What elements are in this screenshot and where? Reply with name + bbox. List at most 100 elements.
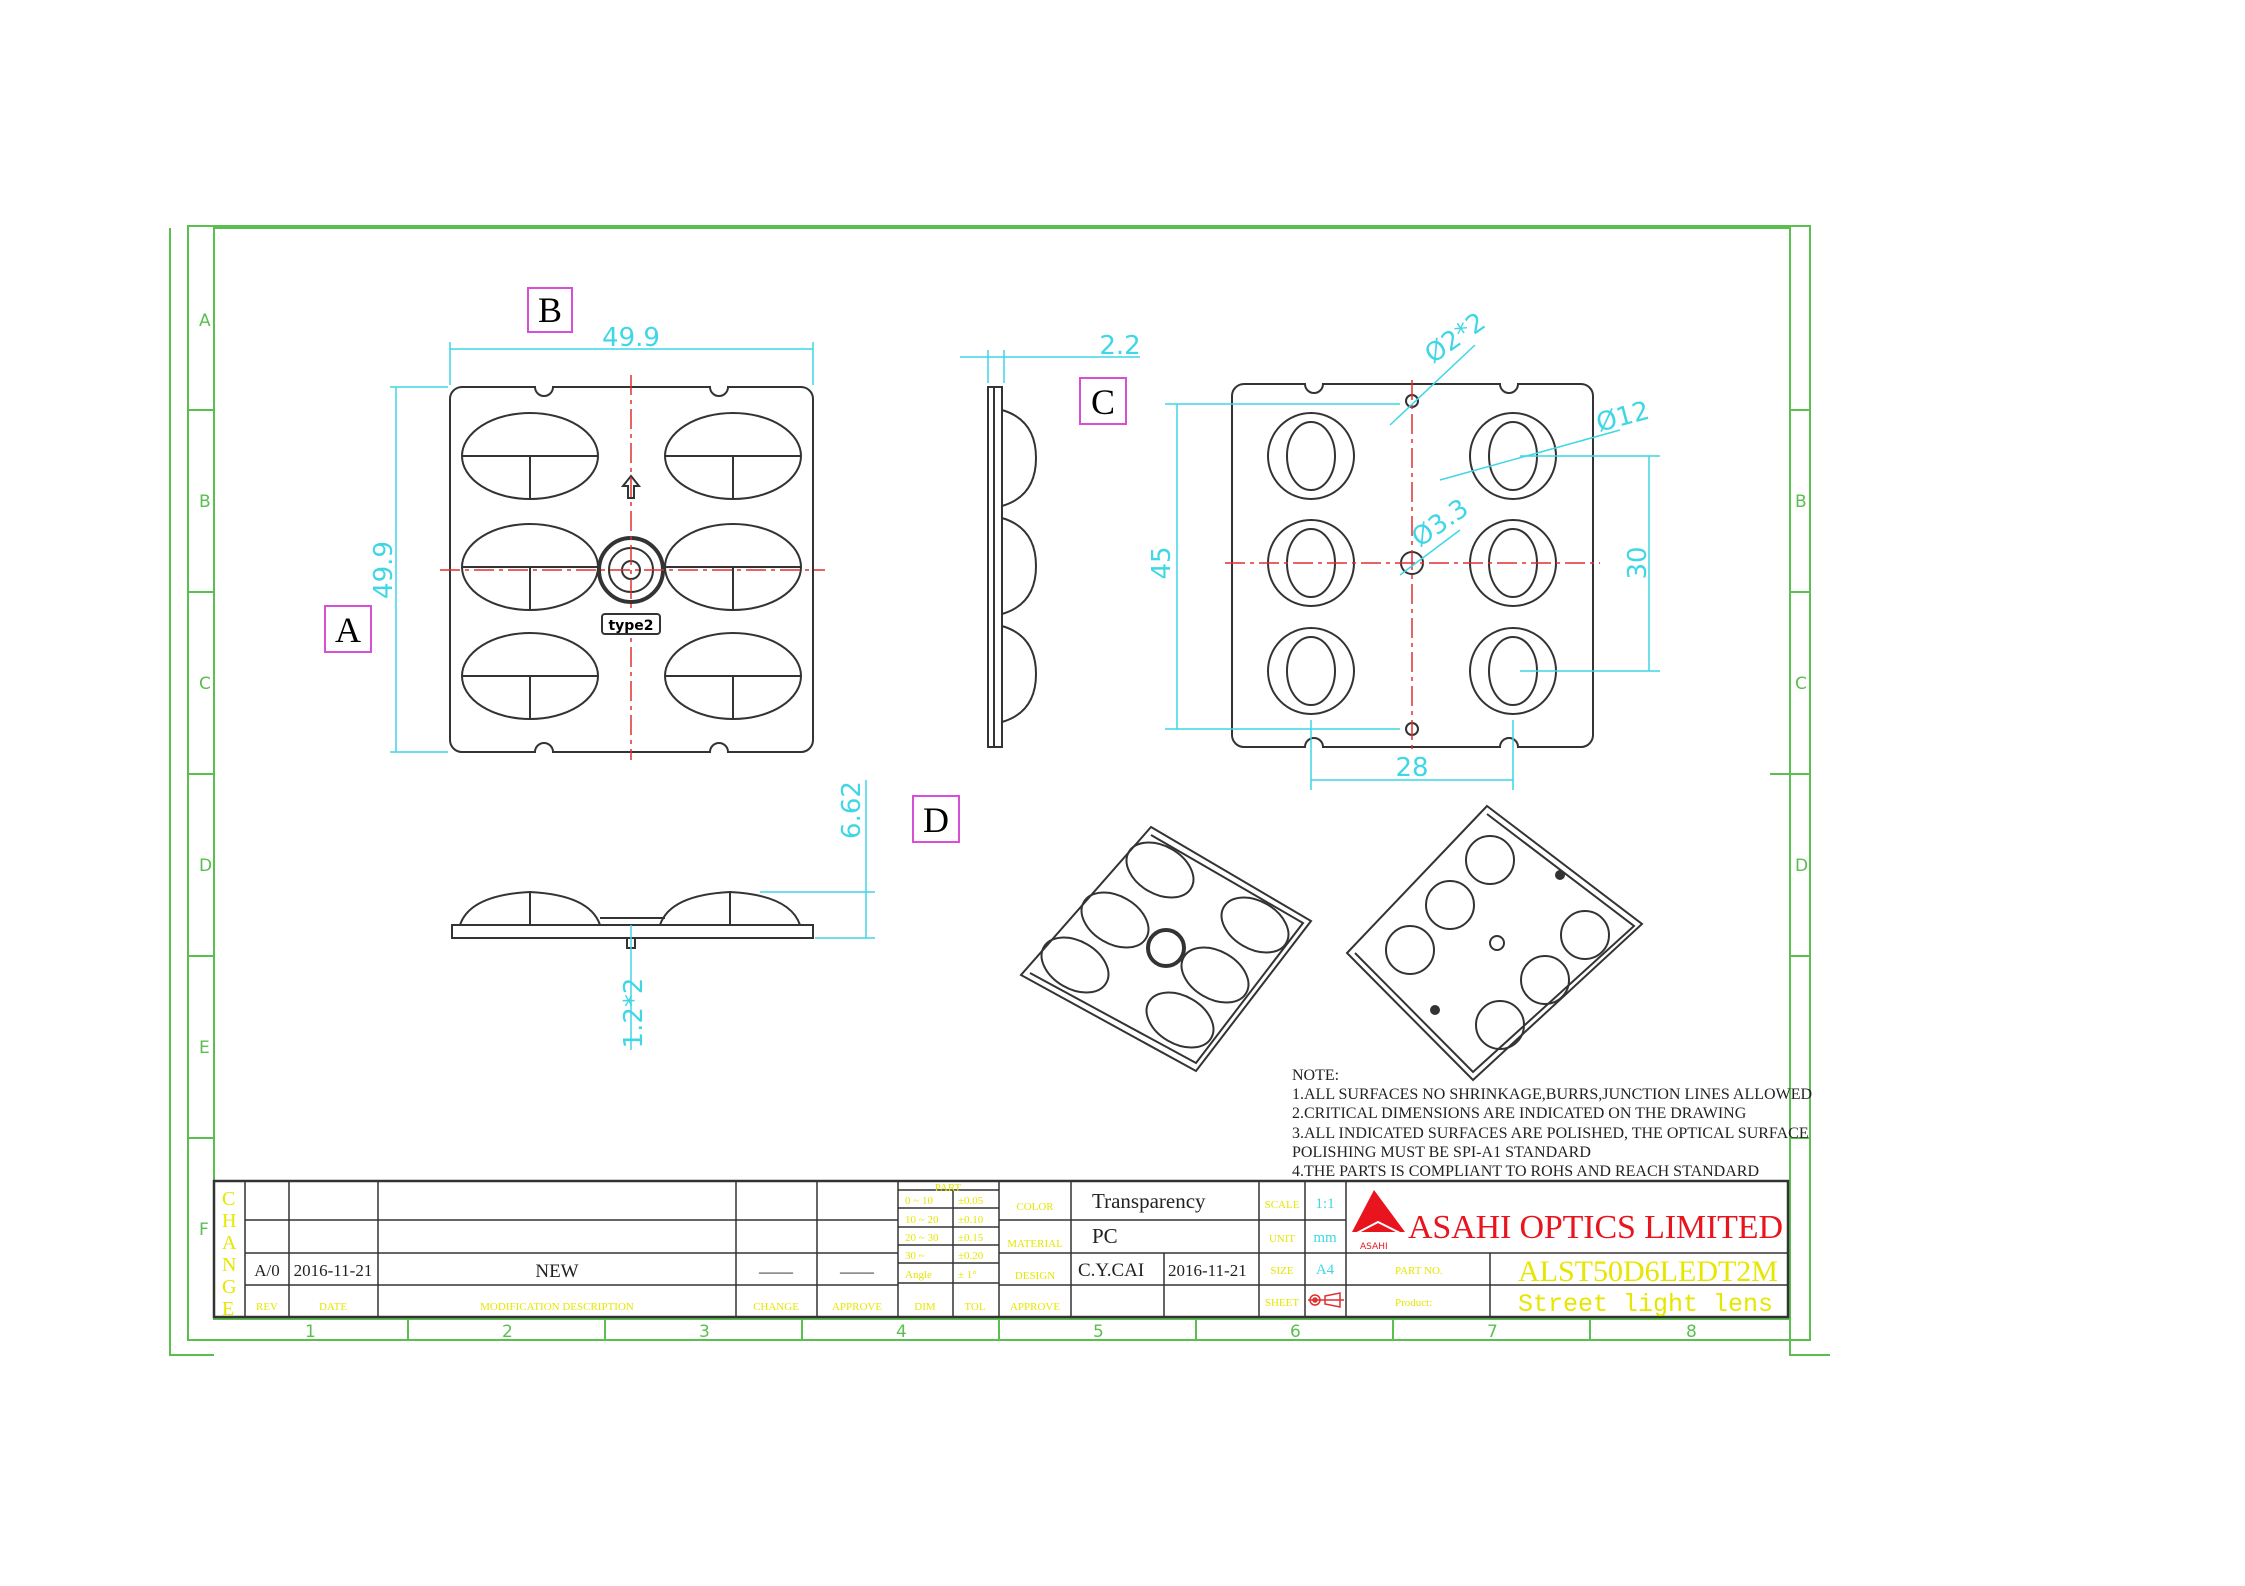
label-size: SIZE xyxy=(1270,1265,1294,1277)
svg-text:±0.20: ±0.20 xyxy=(958,1250,984,1262)
label-product: Product: xyxy=(1395,1297,1432,1309)
note-line: 2.CRITICAL DIMENSIONS ARE INDICATED ON T… xyxy=(1292,1105,1747,1122)
type-marking: type2 xyxy=(608,618,653,634)
header-date: DATE xyxy=(319,1301,347,1313)
isometric-view-front xyxy=(1019,825,1313,1073)
zone-row-c-right: C xyxy=(1795,674,1807,694)
svg-text:0 ~ 10: 0 ~ 10 xyxy=(905,1195,933,1207)
material-value: PC xyxy=(1092,1224,1118,1248)
drawing-frame xyxy=(169,225,1830,1356)
view-label-c: C xyxy=(1091,382,1115,422)
svg-text:N: N xyxy=(222,1254,236,1276)
change-vertical-label: C H A N G E xyxy=(222,1188,237,1320)
zone-col-2: 2 xyxy=(502,1322,513,1342)
header-rev: REV xyxy=(256,1301,278,1313)
designer-value: C.Y.CAI xyxy=(1078,1260,1144,1281)
svg-text:±0.15: ±0.15 xyxy=(958,1232,984,1244)
label-sheet: SHEET xyxy=(1265,1297,1300,1309)
zone-row-b: B xyxy=(199,492,211,512)
dim-height-d: 6.62 xyxy=(837,781,867,839)
scale-value: 1:1 xyxy=(1315,1196,1334,1212)
company-name: ASAHI OPTICS LIMITED xyxy=(1408,1209,1783,1246)
dim-30: 30 xyxy=(1623,546,1653,579)
projection-symbol-icon xyxy=(1308,1292,1344,1308)
zone-col-7: 7 xyxy=(1487,1322,1498,1342)
header-change: CHANGE xyxy=(753,1301,799,1313)
svg-text:C: C xyxy=(222,1188,235,1210)
zone-row-d: D xyxy=(199,856,212,876)
svg-text:A: A xyxy=(222,1232,237,1254)
dim-hole-small: Ø2*2 xyxy=(1420,307,1492,370)
dim-thickness-b: 2.2 xyxy=(1099,331,1140,361)
svg-text:± 1°: ± 1° xyxy=(958,1269,977,1281)
zone-row-e: E xyxy=(199,1038,210,1058)
view-label-d: D xyxy=(923,800,949,840)
dim-pin-d: 1.2*2 xyxy=(619,978,649,1049)
zone-row-c: C xyxy=(199,674,211,694)
svg-text:ASAHI: ASAHI xyxy=(1360,1242,1388,1252)
svg-text:30 ~: 30 ~ xyxy=(905,1250,925,1262)
zone-col-4: 4 xyxy=(896,1322,907,1342)
label-design: DESIGN xyxy=(1015,1270,1055,1282)
dim-lens: Ø12 xyxy=(1593,396,1653,439)
color-value: Transparency xyxy=(1092,1189,1206,1213)
rev-description: NEW xyxy=(535,1261,578,1282)
label-color: COLOR xyxy=(1016,1201,1054,1213)
zone-markers: A B C D E F B C D 1 2 3 4 5 6 7 8 xyxy=(199,311,1808,1342)
notes: NOTE: 1.ALL SURFACES NO SHRINKAGE,BURRS,… xyxy=(1292,1067,1812,1180)
dim-45: 45 xyxy=(1147,546,1177,579)
rev-change: —— xyxy=(758,1262,794,1281)
dim-height-a: 49.9 xyxy=(369,541,399,599)
zone-col-1: 1 xyxy=(305,1322,316,1342)
rev-date: 2016-11-21 xyxy=(294,1261,373,1280)
svg-text:E: E xyxy=(222,1298,234,1320)
asahi-logo: ASAHI xyxy=(1352,1190,1405,1252)
svg-text:H: H xyxy=(222,1210,236,1232)
zone-col-6: 6 xyxy=(1290,1322,1301,1342)
isometric-view-back xyxy=(1345,804,1644,1082)
view-label-a: A xyxy=(335,610,361,650)
rev-value: A/0 xyxy=(254,1261,280,1280)
view-label-b: B xyxy=(538,290,562,330)
svg-text:20 ~ 30: 20 ~ 30 xyxy=(905,1232,939,1244)
dim-28: 28 xyxy=(1395,753,1428,783)
note-line: 3.ALL INDICATED SURFACES ARE POLISHED, T… xyxy=(1292,1125,1809,1142)
view-a-front: type2 49.9 49.9 B A xyxy=(324,287,825,760)
svg-text:10 ~ 20: 10 ~ 20 xyxy=(905,1214,939,1226)
label-scale: SCALE xyxy=(1265,1199,1300,1211)
label-part-no: PART NO. xyxy=(1395,1265,1443,1277)
svg-text:Angle: Angle xyxy=(905,1269,932,1281)
design-date-value: 2016-11-21 xyxy=(1168,1261,1247,1280)
svg-text:DIM: DIM xyxy=(914,1301,936,1313)
view-d-section: 6.62 1.2*2 D xyxy=(451,780,960,1050)
svg-text:PART: PART xyxy=(935,1182,962,1194)
label-material: MATERIAL xyxy=(1007,1238,1063,1250)
product-name: Street light lens xyxy=(1518,1290,1773,1319)
note-line: 1.ALL SURFACES NO SHRINKAGE,BURRS,JUNCTI… xyxy=(1292,1086,1812,1103)
note-line: POLISHING MUST BE SPI-A1 STANDARD xyxy=(1292,1144,1591,1161)
svg-text:±0.05: ±0.05 xyxy=(958,1195,984,1207)
svg-text:G: G xyxy=(222,1276,236,1298)
note-line: 4.THE PARTS IS COMPLIANT TO ROHS AND REA… xyxy=(1292,1163,1759,1180)
svg-text:±0.10: ±0.10 xyxy=(958,1214,984,1226)
zone-row-f: F xyxy=(199,1220,209,1240)
part-number: ALST50D6LEDT2M xyxy=(1518,1255,1778,1288)
zone-row-b-right: B xyxy=(1795,492,1807,512)
dim-width-a: 49.9 xyxy=(602,323,660,353)
zone-row-d-right: D xyxy=(1795,856,1808,876)
title-block: C H A N G E A/0 2016-11-21 NEW —— —— REV… xyxy=(212,1179,1790,1320)
notes-title: NOTE: xyxy=(1292,1067,1339,1084)
view-c-back: 45 30 28 Ø2*2 Ø12 Ø3.3 C xyxy=(1079,307,1660,790)
size-value: A4 xyxy=(1316,1262,1335,1278)
label-unit: UNIT xyxy=(1269,1233,1296,1245)
zone-col-8: 8 xyxy=(1686,1322,1697,1342)
zone-col-5: 5 xyxy=(1093,1322,1104,1342)
svg-text:TOL: TOL xyxy=(964,1301,985,1313)
rev-approve: —— xyxy=(839,1262,875,1281)
unit-value: mm xyxy=(1313,1230,1337,1246)
label-approve: APPROVE xyxy=(1010,1301,1060,1313)
header-approve: APPROVE xyxy=(832,1301,882,1313)
tolerance-table: PART 0 ~ 10 ±0.05 10 ~ 20 ±0.10 20 ~ 30 ±0.… xyxy=(905,1182,986,1313)
zone-col-3: 3 xyxy=(699,1322,710,1342)
